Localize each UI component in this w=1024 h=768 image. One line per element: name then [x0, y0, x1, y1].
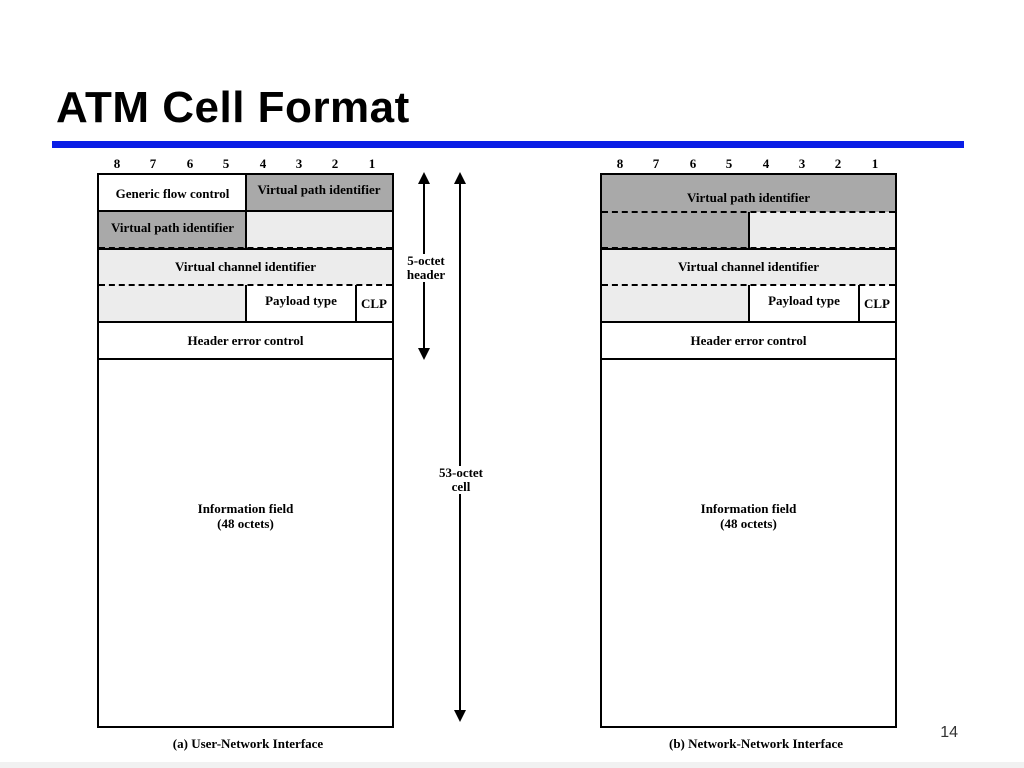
uni-vpi-second-field: Virtual path identifier — [99, 212, 246, 248]
row-divider — [602, 321, 895, 323]
bit-number: 1 — [368, 156, 376, 171]
bit-number: 7 — [652, 156, 660, 171]
info-label: Information field — [700, 501, 797, 516]
row-divider — [99, 358, 392, 360]
row-divider — [602, 358, 895, 360]
bit-number: 2 — [331, 156, 339, 171]
nni-vci-bottom-part — [602, 285, 749, 322]
uni-vci-field: Virtual channel identifier — [99, 248, 392, 285]
uni-vpi-top-field: Virtual path identifier — [246, 175, 392, 212]
bit-numbers-nni: 8 7 6 5 4 3 2 1 — [601, 156, 897, 172]
nni-payload-type-field: Payload type — [749, 285, 859, 322]
nni-hec-field: Header error control — [602, 322, 895, 359]
bit-numbers-uni: 8 7 6 5 4 3 2 1 — [98, 156, 394, 172]
row-divider — [99, 321, 392, 323]
row-divider — [99, 248, 392, 250]
bit-number: 6 — [186, 156, 194, 171]
slide-title: ATM Cell Format — [56, 83, 410, 132]
bit-number: 8 — [616, 156, 624, 171]
bit-number: 4 — [762, 156, 770, 171]
bit-number: 6 — [689, 156, 697, 171]
bit-number: 4 — [259, 156, 267, 171]
info-size: (48 octets) — [720, 516, 777, 531]
nni-clp-field: CLP — [859, 285, 895, 322]
bit-number: 2 — [834, 156, 842, 171]
uni-clp-field: CLP — [356, 285, 392, 322]
nni-vpi-field: Virtual path identifier — [602, 175, 895, 212]
nni-caption: (b) Network-Network Interface — [669, 736, 843, 751]
bit-number: 5 — [725, 156, 733, 171]
col-divider — [245, 175, 247, 248]
nni-information-field: Information field (48 octets) — [602, 501, 895, 531]
col-divider — [355, 285, 357, 322]
uni-caption: (a) User-Network Interface — [172, 736, 324, 751]
col-divider — [748, 212, 750, 248]
row-divider — [602, 248, 895, 250]
uni-payload-type-field: Payload type — [246, 285, 356, 322]
bit-number: 8 — [113, 156, 121, 171]
uni-cell-diagram: Generic flow control Virtual path identi… — [97, 173, 394, 728]
header-size-line1: 5-octet — [407, 253, 445, 268]
nni-vpi-second-part — [602, 212, 749, 248]
nni-vci-field: Virtual channel identifier — [602, 248, 895, 285]
uni-information-field: Information field (48 octets) — [99, 501, 392, 531]
col-divider — [748, 285, 750, 322]
nni-cell-diagram: Virtual path identifier Virtual channel … — [600, 173, 897, 728]
nni-vci-top-part — [749, 212, 895, 248]
uni-generic-flow-control-field: Generic flow control — [99, 175, 246, 212]
col-divider — [858, 285, 860, 322]
title-underline — [52, 141, 964, 148]
bit-number: 5 — [222, 156, 230, 171]
page-number: 14 — [940, 724, 958, 741]
uni-hec-field: Header error control — [99, 322, 392, 359]
bit-number: 1 — [871, 156, 879, 171]
cell-size-label: 53-octet cell — [434, 466, 488, 494]
header-size-label: 5-octet header — [400, 254, 452, 282]
uni-vci-bottom-part — [99, 285, 246, 322]
col-divider — [245, 285, 247, 322]
bit-number: 3 — [295, 156, 303, 171]
bit-number: 7 — [149, 156, 157, 171]
cell-size-line1: 53-octet — [438, 465, 484, 480]
uni-vci-top-part — [246, 212, 392, 248]
bit-number: 3 — [798, 156, 806, 171]
info-label: Information field — [197, 501, 294, 516]
header-size-line2: header — [406, 267, 446, 282]
cell-size-line2: cell — [451, 479, 471, 494]
footer-band — [0, 762, 1024, 768]
info-size: (48 octets) — [217, 516, 274, 531]
